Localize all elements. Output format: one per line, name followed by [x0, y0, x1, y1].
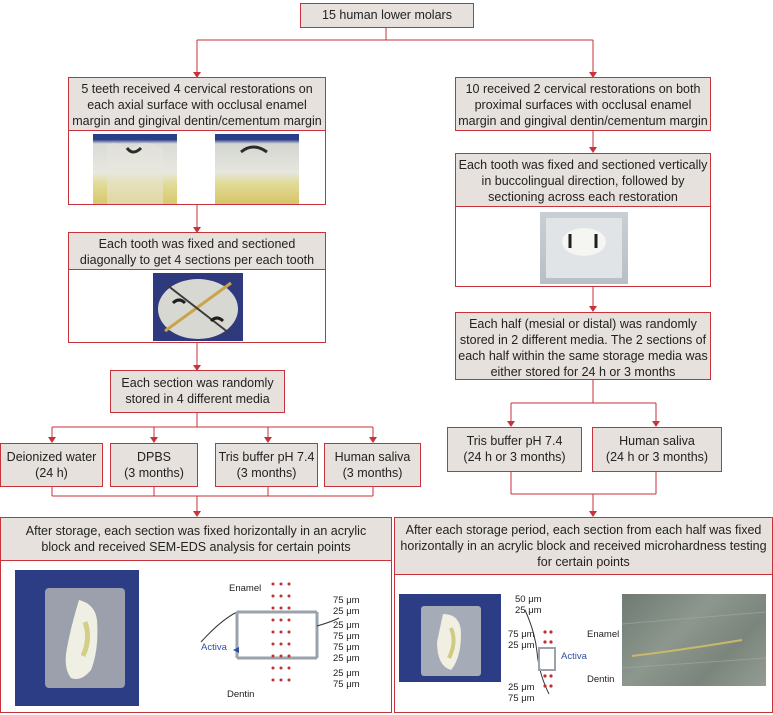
acrylic-block-photo-right	[399, 594, 501, 682]
microhardness-point-diagram	[524, 609, 556, 695]
media-box-human-saliva: Human saliva (3 months)	[324, 443, 421, 487]
micro-top-label-1: 50 μm	[515, 594, 542, 605]
right-step-1-line-2: proximal surfaces with occlusal enamel	[474, 98, 692, 112]
left-final-panel: After storage, each section was fixed ho…	[0, 517, 392, 713]
tooth-photo-2	[215, 134, 299, 204]
sem-eds-point-diagram	[200, 582, 340, 682]
left-step-2-box: Each tooth was fixed and sectioned diago…	[68, 232, 326, 270]
right-final-panel: After each storage period, each section …	[394, 517, 773, 713]
media-right-tris-line-2: (24 h or 3 months)	[463, 450, 566, 464]
right-step-2-box: Each tooth was fixed and sectioned verti…	[455, 153, 711, 207]
tooth-photo-1	[93, 134, 177, 204]
right-step-1-box: 10 received 2 cervical restorations on b…	[455, 77, 711, 131]
media-tris-buffer-line-2: (3 months)	[236, 466, 297, 480]
left-step-1-line-2: each axial surface with occlusal enamel	[87, 98, 307, 112]
micro-top-label-2: 25 μm	[515, 605, 542, 616]
media-human-saliva-line-2: (3 months)	[342, 466, 403, 480]
left-step-2-panel: Each tooth was fixed and sectioned diago…	[68, 232, 326, 343]
micro-mid-label-2: 25 μm	[508, 640, 535, 651]
left-final-box: After storage, each section was fixed ho…	[0, 517, 392, 561]
left-step-3-line-1: Each section was randomly	[121, 376, 274, 390]
micro-activa-label: Activa	[561, 651, 587, 662]
left-step-3-line-2: stored in 4 different media	[125, 392, 270, 406]
micro-bot-label-1: 25 μm	[508, 682, 535, 693]
left-final-line-1: After storage, each section was fixed ho…	[25, 524, 367, 538]
right-step-2-panel: Each tooth was fixed and sectioned verti…	[455, 153, 711, 287]
media-deionized-water-line-1: Deionized water	[6, 450, 97, 464]
micro-dentin-label: Dentin	[587, 674, 615, 685]
sem-label-5: 75 μm	[333, 642, 360, 653]
right-step-2-line-2: in buccolingual direction, followed by	[481, 174, 685, 188]
left-step-1-line-3: margin and gingival dentin/cementum marg…	[72, 114, 322, 128]
micro-mid-labels: 75 μm 25 μm	[508, 629, 535, 651]
right-final-line-2: horizontally in an acrylic block and rec…	[400, 539, 767, 553]
right-step-1-line-1: 10 received 2 cervical restorations on b…	[465, 82, 701, 96]
micro-bot-label-2: 75 μm	[508, 693, 535, 704]
start-box: 15 human lower molars	[300, 3, 474, 28]
media-right-tris-line-1: Tris buffer pH 7.4	[466, 434, 563, 448]
right-step-3-line-3: each half within the same storage media …	[458, 349, 708, 363]
sem-label-1: 75 μm	[333, 595, 360, 606]
left-step-2-line-1: Each tooth was fixed and sectioned	[98, 237, 296, 251]
media-box-dpbs: DPBS (3 months)	[110, 443, 198, 487]
micro-mid-label-1: 75 μm	[508, 629, 535, 640]
media-right-saliva-line-2: (24 h or 3 months)	[605, 450, 709, 464]
media-human-saliva-line-1: Human saliva	[334, 450, 411, 464]
left-step-3-box: Each section was randomly stored in 4 di…	[110, 370, 285, 413]
left-step-1-box: 5 teeth received 4 cervical restorations…	[68, 77, 326, 131]
right-step-2-line-3: sectioning across each restoration	[488, 190, 678, 204]
micro-bot-labels: 25 μm 75 μm	[508, 682, 535, 704]
right-step-2-line-1: Each tooth was fixed and sectioned verti…	[458, 158, 708, 172]
sem-label-3: 25 μm	[333, 620, 360, 631]
start-box-text: 15 human lower molars	[322, 8, 452, 22]
sem-enamel-label: Enamel	[229, 583, 262, 594]
right-final-line-3: for certain points	[537, 555, 630, 569]
micro-top-labels: 50 μm 25 μm	[515, 594, 542, 616]
left-step-1-panel: 5 teeth received 4 cervical restorations…	[68, 77, 326, 205]
sem-micron-labels: 75 μm 25 μm 25 μm 75 μm 75 μm 25 μm 25 μ…	[333, 595, 360, 690]
right-final-box: After each storage period, each section …	[394, 517, 773, 575]
vertical-section-photo	[540, 212, 628, 284]
sem-label-2: 25 μm	[333, 606, 360, 617]
sem-label-4: 75 μm	[333, 631, 360, 642]
left-step-2-line-2: diagonally to get 4 sections per each to…	[79, 253, 315, 267]
acrylic-block-photo-left	[15, 570, 139, 706]
right-step-3-line-4: either stored for 24 h or 3 months	[490, 365, 676, 379]
sem-label-6: 25 μm	[333, 653, 360, 664]
media-box-deionized-water: Deionized water (24 h)	[0, 443, 103, 487]
right-step-3-box: Each half (mesial or distal) was randoml…	[455, 312, 711, 380]
sem-label-8: 75 μm	[333, 679, 360, 690]
micro-enamel-label: Enamel	[587, 629, 620, 640]
media-tris-buffer-line-1: Tris buffer pH 7.4	[218, 450, 315, 464]
diagonal-section-photo	[153, 273, 243, 341]
right-step-1-line-3: margin and gingival dentin/cementum marg…	[458, 114, 708, 128]
media-box-right-tris-buffer: Tris buffer pH 7.4 (24 h or 3 months)	[447, 427, 582, 472]
left-final-line-2: block and received SEM-EDS analysis for …	[41, 540, 351, 554]
right-step-3-line-2: stored in 2 different media. The 2 secti…	[459, 333, 707, 347]
sem-activa-label: Activa	[201, 642, 227, 653]
media-right-saliva-line-1: Human saliva	[619, 434, 695, 448]
media-box-right-human-saliva: Human saliva (24 h or 3 months)	[592, 427, 722, 472]
media-dpbs-line-2: (3 months)	[124, 466, 184, 480]
left-step-1-line-1: 5 teeth received 4 cervical restorations…	[81, 82, 313, 96]
media-box-tris-buffer: Tris buffer pH 7.4 (3 months)	[215, 443, 318, 487]
right-final-line-1: After each storage period, each section …	[405, 523, 762, 537]
sem-dentin-label: Dentin	[227, 689, 255, 700]
media-deionized-water-line-2: (24 h)	[35, 466, 68, 480]
media-dpbs-line-1: DPBS	[136, 450, 172, 464]
right-step-3-line-1: Each half (mesial or distal) was randoml…	[469, 317, 697, 331]
sem-label-7: 25 μm	[333, 668, 360, 679]
microscope-indentation-photo	[621, 594, 767, 686]
